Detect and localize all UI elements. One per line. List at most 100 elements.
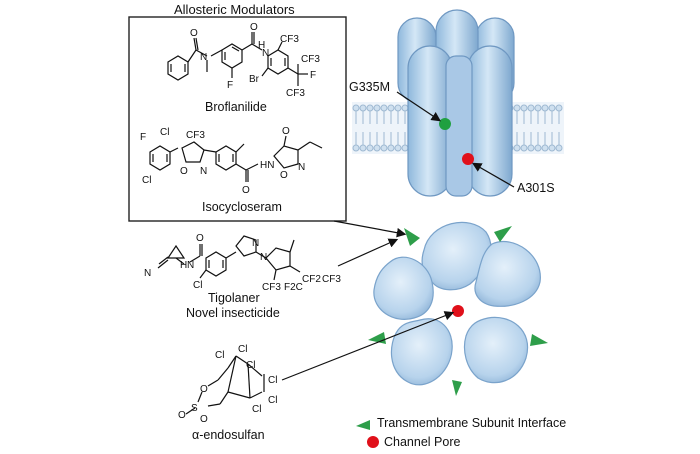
mutation-site-g335m bbox=[439, 118, 451, 130]
lipid-head bbox=[555, 104, 563, 112]
atom-label: S bbox=[191, 403, 198, 414]
lipid-head bbox=[541, 144, 549, 152]
lipid-head bbox=[373, 144, 381, 152]
atom-label: O bbox=[190, 28, 198, 39]
interface-marker bbox=[494, 226, 512, 242]
lipid-head bbox=[352, 104, 360, 112]
lipid-head bbox=[555, 144, 563, 152]
lipid-head bbox=[366, 104, 374, 112]
compound-name-endosulfan: α-endosulfan bbox=[192, 428, 265, 442]
lipid-head bbox=[548, 144, 556, 152]
atom-label: Cl bbox=[193, 280, 202, 291]
atom-label: N bbox=[144, 268, 151, 279]
atom-label: Cl bbox=[268, 375, 277, 386]
atom-label: O bbox=[282, 126, 290, 137]
lipid-head bbox=[380, 104, 388, 112]
atom-label: N bbox=[252, 238, 259, 249]
lipid-head bbox=[534, 104, 542, 112]
lipid-head bbox=[527, 104, 535, 112]
atom-label: F bbox=[227, 80, 233, 91]
legend-pore-icon bbox=[367, 436, 379, 448]
atom-label: Cl bbox=[215, 350, 224, 361]
broflanilide-structure bbox=[167, 32, 308, 86]
atom-label: CF3 bbox=[286, 88, 305, 99]
atom-label: O bbox=[242, 185, 250, 196]
atom-label: CF2 bbox=[302, 274, 321, 285]
atom-label: N bbox=[260, 252, 267, 263]
tigolaner-structure bbox=[157, 235, 301, 281]
lipid-head bbox=[513, 104, 521, 112]
atom-label: O bbox=[200, 414, 208, 425]
atom-label: F bbox=[310, 70, 316, 81]
arrow-g335m bbox=[396, 91, 441, 122]
endosulfan-structure bbox=[185, 355, 265, 415]
atom-label: CF3 bbox=[301, 54, 320, 65]
atom-label: Br bbox=[249, 74, 260, 85]
section-title: Allosteric Modulators bbox=[174, 2, 295, 17]
atom-label: HN bbox=[260, 160, 274, 171]
tigolaner-atoms: N H N O Cl N N CF3 F2C CF2 CF3 bbox=[144, 233, 341, 293]
channel-pore bbox=[452, 305, 464, 317]
atom-label: O bbox=[196, 233, 204, 244]
arrow-tigolaner-to-interface bbox=[337, 238, 399, 267]
isocycloseram-atoms: F Cl Cl CF3 O N O HN N O O bbox=[140, 126, 305, 196]
legend-pore-label: Channel Pore bbox=[384, 435, 461, 449]
atom-label: Cl bbox=[268, 395, 277, 406]
atom-label: H bbox=[258, 40, 265, 51]
lipid-head bbox=[387, 144, 395, 152]
mutation-site-a301s bbox=[462, 153, 474, 165]
atom-label: O bbox=[280, 170, 288, 181]
atom-label: N bbox=[200, 166, 207, 177]
mutation-label-a301s: A301S bbox=[517, 181, 555, 195]
lipid-head bbox=[352, 144, 360, 152]
mutation-label-g335m: G335M bbox=[349, 80, 390, 94]
lipid-head bbox=[359, 144, 367, 152]
compound-name-novel-insecticide: Novel insecticide bbox=[186, 306, 280, 320]
lipid-head bbox=[394, 144, 402, 152]
lipid-head bbox=[373, 104, 381, 112]
compound-name-tigolaner: Tigolaner bbox=[208, 291, 260, 305]
legend-interface-icon bbox=[356, 420, 370, 430]
compound-name-isocycloseram: Isocycloseram bbox=[202, 200, 282, 214]
channel-side-view bbox=[397, 9, 515, 197]
atom-label: Cl bbox=[252, 404, 261, 415]
atom-label: N bbox=[200, 52, 207, 63]
atom-label: O bbox=[250, 22, 258, 33]
atom-label: CF3 bbox=[262, 282, 281, 293]
lipid-head bbox=[387, 104, 395, 112]
lipid-head bbox=[366, 144, 374, 152]
lipid-head bbox=[534, 144, 542, 152]
atom-label: F bbox=[140, 132, 146, 143]
interface-marker bbox=[404, 228, 420, 246]
modulator-box bbox=[128, 16, 347, 222]
lipid-head bbox=[359, 104, 367, 112]
lipid-head bbox=[380, 144, 388, 152]
atom-label: Cl bbox=[246, 360, 255, 371]
arrow-a301s bbox=[471, 162, 515, 188]
atom-label: Cl bbox=[160, 127, 169, 138]
lipid-head bbox=[527, 144, 535, 152]
atom-label: F2C bbox=[284, 282, 303, 293]
atom-label: N bbox=[262, 48, 269, 59]
atom-label: N bbox=[298, 162, 305, 173]
broflanilide-atoms: N F O O H N CF3 Br CF3 F CF3 bbox=[190, 22, 320, 99]
atom-label: Cl bbox=[238, 344, 247, 355]
interface-marker bbox=[530, 334, 548, 346]
atom-label: CF3 bbox=[280, 34, 299, 45]
lipid-head bbox=[401, 104, 409, 112]
atom-label: N bbox=[187, 260, 194, 271]
arrow-endosulfan-to-pore bbox=[281, 311, 455, 381]
arrow-box-to-interface bbox=[333, 220, 407, 238]
endosulfan-atoms: Cl Cl Cl Cl Cl Cl O O S O bbox=[178, 344, 277, 425]
isocycloseram-structure bbox=[149, 135, 323, 182]
atom-label: Cl bbox=[142, 175, 151, 186]
atom-label: O bbox=[200, 384, 208, 395]
atom-label: CF3 bbox=[322, 274, 341, 285]
lipid-head bbox=[513, 144, 521, 152]
atom-label: CF3 bbox=[186, 130, 205, 141]
lipid-head bbox=[394, 104, 402, 112]
compound-name-broflanilide: Broflanilide bbox=[205, 100, 267, 114]
atom-label: H bbox=[180, 260, 187, 271]
lipid-head bbox=[541, 104, 549, 112]
